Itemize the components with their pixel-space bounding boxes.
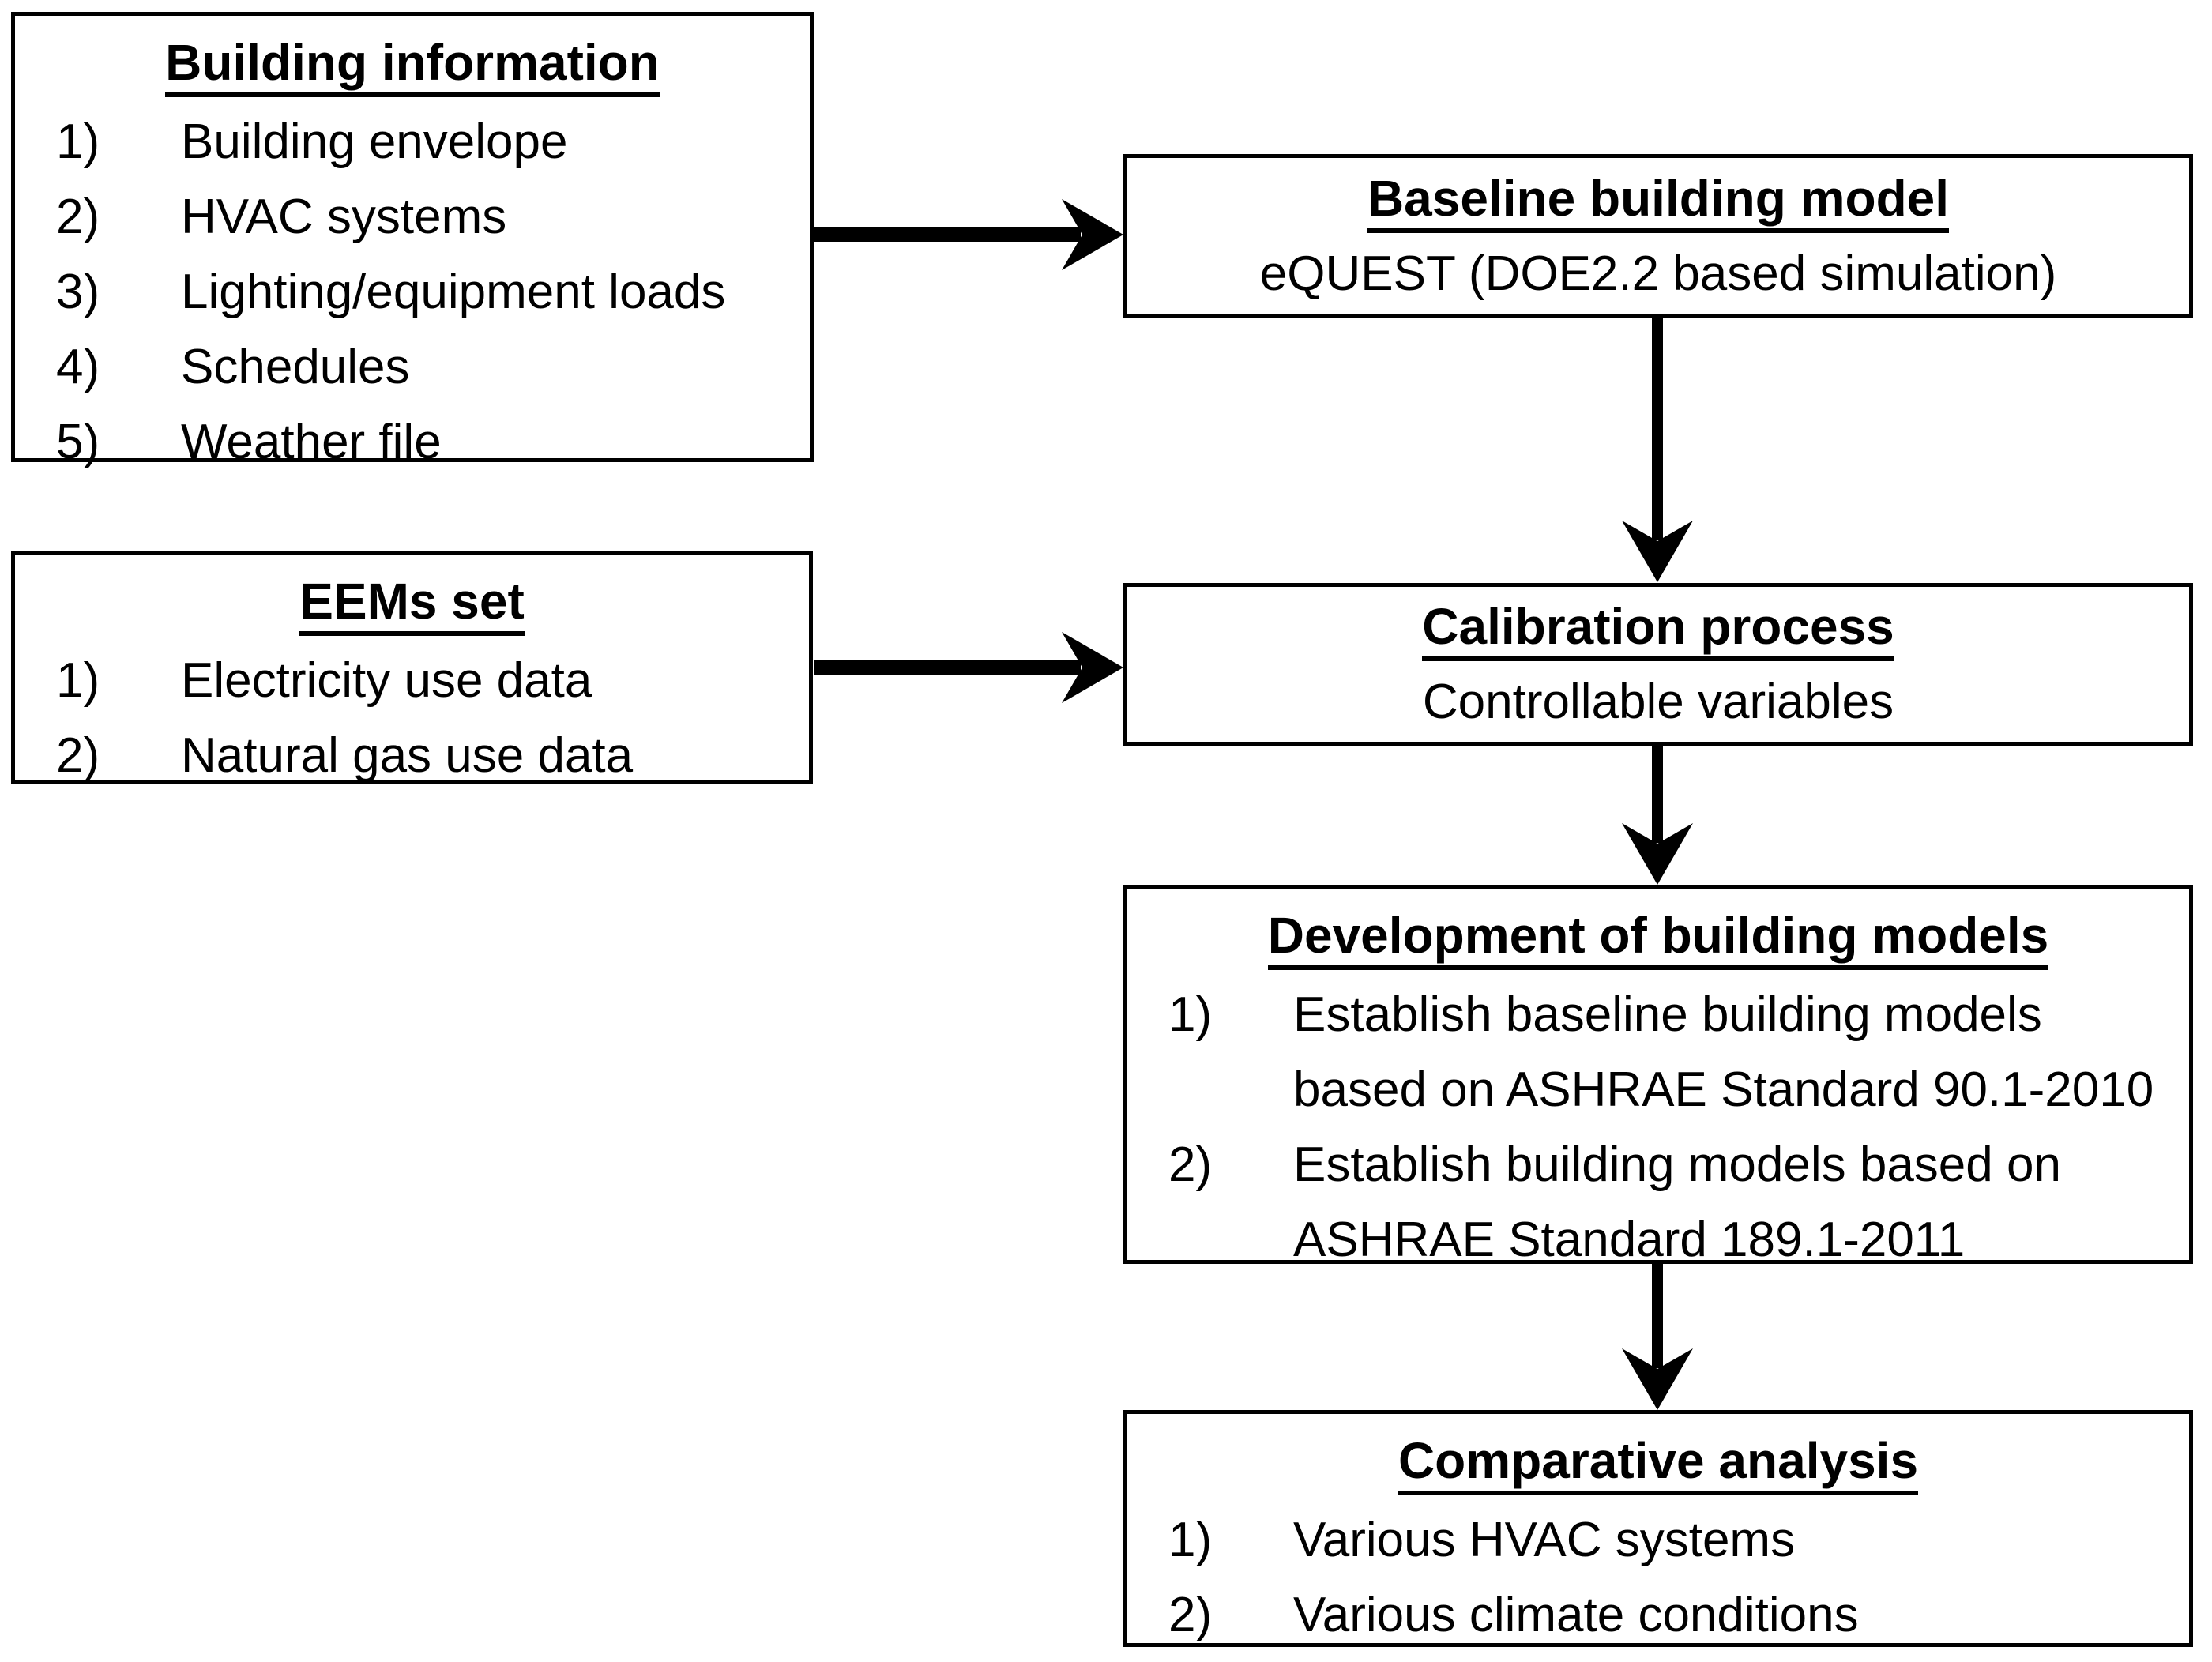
list-item: 2) Establish building models based on ASH… (1168, 1127, 2162, 1277)
list-item-number: 2) (56, 728, 100, 783)
list-item: 5) Weather file (56, 404, 783, 479)
box-eems-set-title-text: EEMs set (299, 573, 525, 636)
box-eems-set-list: 1) Electricity use data 2) Natural gas use … (15, 637, 809, 793)
list-item-text: Natural gas use data (181, 728, 634, 783)
box-development-of-building-models-title-text: Development of building models (1267, 907, 2049, 970)
box-development-of-building-models-list: 1) Establish baseline building models bas… (1127, 971, 2189, 1277)
box-building-information-title-text: Building information (165, 34, 660, 97)
box-eems-set-title: EEMs set (15, 555, 809, 637)
list-item: 1) Establish baseline building models bas… (1168, 977, 2162, 1127)
list-item-text: Various climate conditions (1293, 1588, 1859, 1642)
list-item-number: 2) (1168, 1137, 1213, 1192)
list-item: 3) Lighting/equipment loads (56, 254, 783, 329)
list-item-number: 2) (56, 190, 100, 244)
list-item: 2) HVAC systems (56, 179, 783, 254)
box-baseline-building-model-subtitle: eQUEST (DOE2.2 based simulation) (1259, 246, 2057, 301)
list-item: 2) Natural gas use data (56, 718, 782, 793)
list-item-number: 1) (1168, 1513, 1213, 1567)
box-building-information: Building information 1) Building envelope… (11, 12, 814, 469)
arrow-eems-set-to-calibration (814, 632, 1123, 703)
arrow-calibration-to-development (1622, 746, 1693, 885)
box-calibration-process-title-text: Calibration process (1422, 598, 1894, 661)
box-calibration-process-title: Calibration process (1422, 588, 1894, 664)
list-item-number: 4) (56, 340, 100, 394)
box-baseline-building-model-title-text: Baseline building model (1367, 170, 1950, 233)
list-item: 2) Various climate conditions (1168, 1577, 2162, 1653)
list-item-number: 5) (56, 415, 100, 469)
list-item-text: Lighting/equipment loads (181, 265, 726, 319)
list-item-number: 3) (56, 265, 100, 319)
box-comparative-analysis-title-text: Comparative analysis (1398, 1432, 1919, 1495)
box-development-of-building-models: Development of building models 1) Establi… (1123, 885, 2193, 1267)
list-item: 4) Schedules (56, 329, 783, 404)
list-item-number: 1) (56, 653, 100, 708)
arrow-building-information-to-baseline (814, 199, 1123, 270)
list-item-text: Establish building models based on ASHRA… (1293, 1137, 2061, 1267)
list-item: 1) Electricity use data (56, 643, 782, 718)
box-baseline-building-model: Baseline building model eQUEST (DOE2.2 b… (1123, 154, 2193, 318)
list-item-number: 2) (1168, 1588, 1213, 1642)
list-item-text: Electricity use data (181, 653, 592, 708)
box-calibration-process: Calibration process Controllable variabl… (1123, 583, 2193, 746)
arrow-development-to-comparative (1622, 1264, 1693, 1410)
list-item-text: Various HVAC systems (1293, 1513, 1796, 1567)
box-building-information-title: Building information (15, 16, 810, 98)
arrow-baseline-to-calibration (1622, 318, 1693, 582)
box-baseline-building-model-title: Baseline building model (1367, 160, 1950, 236)
list-item-text: Building envelope (181, 115, 568, 169)
box-comparative-analysis-title: Comparative analysis (1127, 1414, 2189, 1496)
list-item-text: Schedules (181, 340, 410, 394)
box-comparative-analysis: Comparative analysis 1) Various HVAC syst… (1123, 1410, 2193, 1647)
box-comparative-analysis-list: 1) Various HVAC systems 2) Various climate … (1127, 1496, 2189, 1653)
list-item-text: Establish baseline building models based… (1293, 987, 2154, 1117)
box-building-information-list: 1) Building envelope 2) HVAC systems 3) Light… (15, 98, 810, 479)
box-calibration-process-subtitle: Controllable variables (1422, 675, 1894, 729)
box-development-of-building-models-title: Development of building models (1127, 889, 2189, 971)
list-item: 1) Building envelope (56, 104, 783, 179)
list-item-text: HVAC systems (181, 190, 507, 244)
list-item: 1) Various HVAC systems (1168, 1502, 2162, 1577)
list-item-number: 1) (1168, 987, 1213, 1042)
list-item-number: 1) (56, 115, 100, 169)
list-item-text: Weather file (181, 415, 442, 469)
box-eems-set: EEMs set 1) Electricity use data 2) Natural… (11, 551, 813, 784)
